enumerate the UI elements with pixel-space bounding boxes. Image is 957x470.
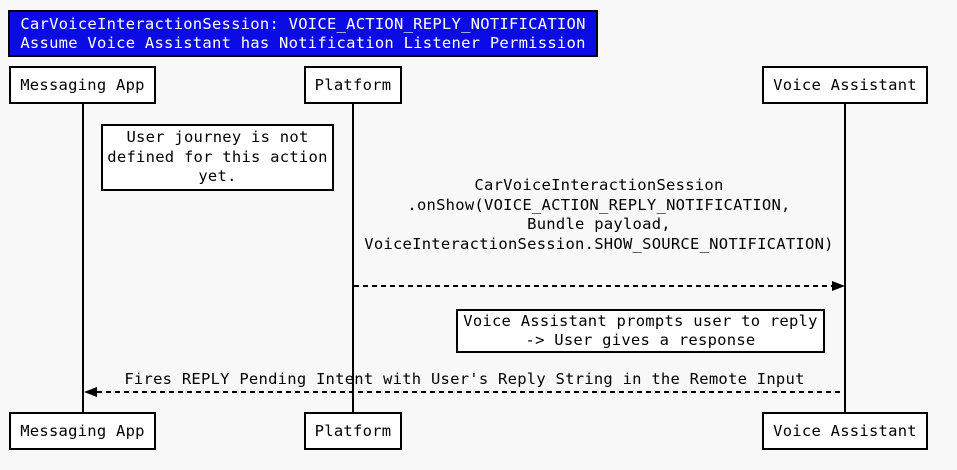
arrowhead-right-icon — [832, 281, 845, 291]
lifeline-platform — [352, 104, 354, 413]
lifeline-messaging-app — [82, 104, 84, 413]
arrowhead-left-icon — [84, 387, 97, 397]
participant-top-voice-assistant: Voice Assistant — [762, 66, 928, 104]
arrow-onshow-line — [354, 285, 832, 287]
participant-label: Messaging App — [20, 422, 145, 440]
participant-top-platform: Platform — [304, 66, 402, 104]
participant-label: Platform — [314, 422, 392, 440]
note-line: yet. — [198, 167, 237, 186]
participant-label: Messaging App — [20, 76, 145, 94]
participant-bottom-platform: Platform — [304, 412, 402, 450]
diagram-title-line-1: CarVoiceInteractionSession: VOICE_ACTION… — [20, 14, 586, 33]
note-line: -> User gives a response — [525, 331, 756, 349]
message-line: Fires REPLY Pending Intent with User's R… — [124, 370, 805, 388]
message-line: Bundle payload, — [527, 215, 671, 233]
note-line: Voice Assistant prompts user to reply — [463, 311, 818, 330]
note-line: User journey is not — [126, 128, 309, 147]
diagram-title: CarVoiceInteractionSession: VOICE_ACTION… — [8, 10, 598, 57]
participant-bottom-voice-assistant: Voice Assistant — [762, 412, 928, 450]
participant-label: Voice Assistant — [773, 422, 917, 440]
participant-top-messaging-app: Messaging App — [9, 66, 156, 104]
message-line: VoiceInteractionSession.SHOW_SOURCE_NOTI… — [364, 234, 834, 253]
arrow-reply-line — [97, 391, 845, 393]
note-user-journey: User journey is not defined for this act… — [101, 124, 334, 191]
note-voice-prompt: Voice Assistant prompts user to reply ->… — [456, 309, 825, 353]
message-onshow-label: CarVoiceInteractionSession .onShow(VOICE… — [353, 176, 845, 254]
diagram-title-line-2: Assume Voice Assistant has Notification … — [20, 33, 586, 52]
participant-label: Platform — [314, 76, 392, 94]
lifeline-voice-assistant — [844, 104, 846, 413]
message-reply-intent-label: Fires REPLY Pending Intent with User's R… — [94, 370, 835, 390]
message-line: CarVoiceInteractionSession — [474, 176, 724, 194]
message-line: .onShow(VOICE_ACTION_REPLY_NOTIFICATION, — [407, 195, 791, 214]
participant-label: Voice Assistant — [773, 76, 917, 94]
note-line: defined for this action — [107, 147, 328, 166]
participant-bottom-messaging-app: Messaging App — [9, 412, 156, 450]
